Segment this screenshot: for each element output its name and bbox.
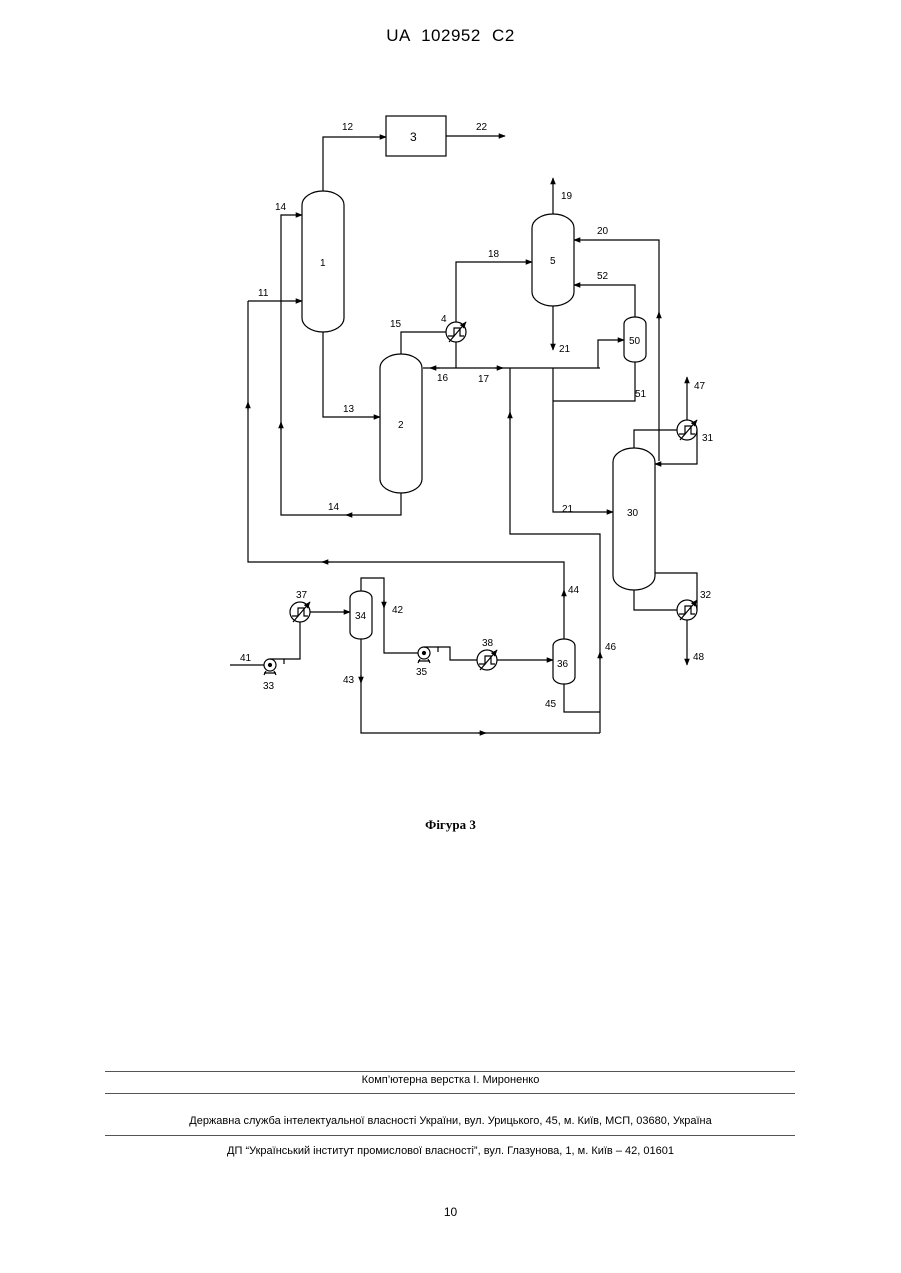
label-equip-5: 5 xyxy=(550,256,556,267)
label-stream-17: 17 xyxy=(478,374,490,385)
stream-18-line xyxy=(456,262,532,322)
label-stream-22: 22 xyxy=(476,122,488,133)
label-stream-14-top: 14 xyxy=(275,202,287,213)
label-stream-13: 13 xyxy=(343,404,355,415)
label-stream-44: 44 xyxy=(568,585,580,596)
stream-48-line xyxy=(634,590,677,610)
label-stream-15: 15 xyxy=(390,319,402,330)
label-equip-2: 2 xyxy=(398,420,404,431)
stream-35-38-line xyxy=(438,647,477,660)
label-equip-33: 33 xyxy=(263,681,275,692)
pump-35 xyxy=(418,647,438,663)
stream-42-line xyxy=(361,578,418,653)
stream-45-line xyxy=(564,684,600,712)
stream-31-return xyxy=(655,430,697,464)
footer-office-line: Державна служба інтелектуальної власност… xyxy=(0,1115,901,1127)
label-stream-12: 12 xyxy=(342,122,354,133)
stream-44-line xyxy=(248,301,564,639)
label-stream-52: 52 xyxy=(597,271,609,282)
label-stream-21-bottom: 21 xyxy=(562,504,574,515)
stream-32-return xyxy=(655,573,697,610)
label-stream-20: 20 xyxy=(597,226,609,237)
heat-exchanger-4 xyxy=(446,322,466,342)
footer-institute-line: ДП “Український інститут промислової вла… xyxy=(0,1145,901,1157)
stream-33-37-line xyxy=(284,622,300,659)
label-equip-36: 36 xyxy=(557,659,569,670)
column-30 xyxy=(613,448,655,590)
label-equip-32: 32 xyxy=(700,590,712,601)
label-equip-37: 37 xyxy=(296,590,308,601)
pump-33 xyxy=(264,659,284,675)
label-equip-4: 4 xyxy=(441,314,447,325)
stream-21-line-lower xyxy=(553,368,613,512)
label-equip-31: 31 xyxy=(702,433,714,444)
footer-rule-2 xyxy=(105,1093,795,1094)
stream-15-line xyxy=(401,332,446,354)
label-equip-38: 38 xyxy=(482,638,494,649)
label-stream-43: 43 xyxy=(343,675,355,686)
label-equip-34: 34 xyxy=(355,611,367,622)
stream-47-line xyxy=(634,430,677,448)
label-stream-45: 45 xyxy=(545,699,557,710)
footer-rule-1 xyxy=(105,1071,795,1072)
label-equip-50: 50 xyxy=(629,336,641,347)
footer-layout-credit: Комп’ютерна верстка І. Мироненко xyxy=(0,1074,901,1086)
label-equip-3: 3 xyxy=(410,130,417,144)
footer-rule-3 xyxy=(105,1135,795,1136)
label-stream-21-top: 21 xyxy=(559,344,571,355)
label-stream-46: 46 xyxy=(605,642,617,653)
figure-caption: Фігура 3 xyxy=(0,817,901,833)
label-equip-30: 30 xyxy=(627,508,639,519)
label-stream-14-bottom: 14 xyxy=(328,502,340,513)
stream-52-line xyxy=(574,285,635,317)
heat-exchanger-31 xyxy=(677,420,697,440)
stream-46-line xyxy=(510,368,600,733)
label-stream-41: 41 xyxy=(240,653,252,664)
stream-17-to-50 xyxy=(598,340,624,368)
label-stream-19: 19 xyxy=(561,191,573,202)
heat-exchanger-38 xyxy=(477,650,497,670)
label-stream-16: 16 xyxy=(437,373,449,384)
heat-exchanger-32 xyxy=(677,600,697,620)
stream-12-line xyxy=(323,137,386,191)
label-equip-35: 35 xyxy=(416,667,428,678)
label-stream-11: 11 xyxy=(258,288,269,299)
label-stream-47: 47 xyxy=(694,381,706,392)
label-stream-18: 18 xyxy=(488,249,500,260)
label-stream-42: 42 xyxy=(392,605,404,616)
page-number: 10 xyxy=(0,1205,901,1219)
heat-exchanger-37 xyxy=(290,602,310,622)
label-stream-51: 51 xyxy=(635,389,647,400)
label-equip-1: 1 xyxy=(320,258,326,269)
label-stream-48: 48 xyxy=(693,652,705,663)
stream-14-line xyxy=(281,215,401,515)
